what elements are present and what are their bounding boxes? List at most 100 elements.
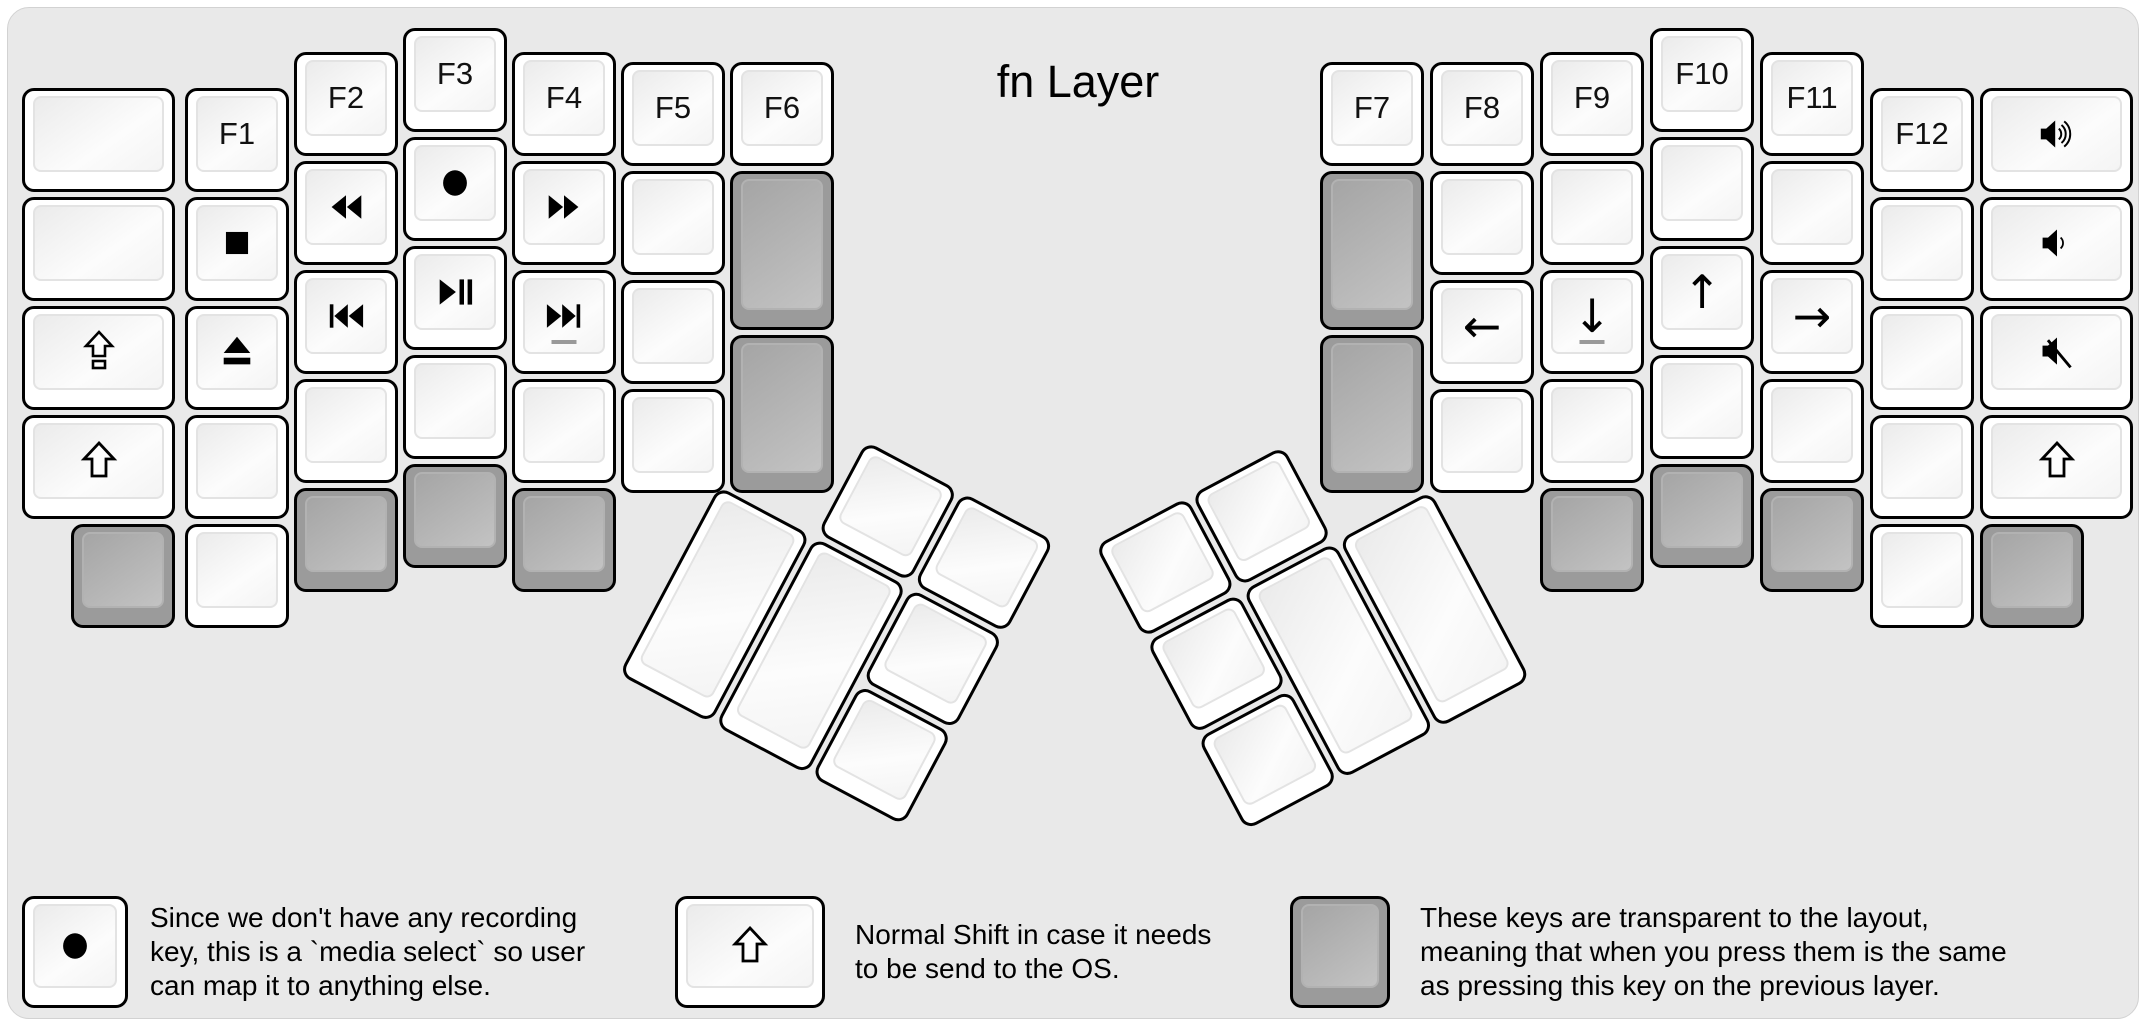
keycap-top <box>830 697 939 803</box>
key-volume-down <box>1980 197 2133 301</box>
keycap-top <box>1771 496 1853 572</box>
keycap-top: ↓ <box>1551 278 1633 354</box>
keycap-top <box>881 600 990 707</box>
keycap-top <box>1331 343 1413 473</box>
keycap-top: → <box>1771 278 1853 354</box>
key-blank <box>22 197 175 301</box>
key-blank <box>1870 197 1974 301</box>
keycap-top <box>196 314 278 390</box>
keycap-top <box>305 169 387 245</box>
keycap-top <box>1661 145 1743 221</box>
key-label: F10 <box>1675 56 1729 91</box>
keycap-top: F12 <box>1881 96 1963 172</box>
key-shift <box>1980 415 2133 519</box>
keycap-top <box>1108 509 1217 616</box>
eject-icon <box>218 333 256 371</box>
key-transparent <box>1540 488 1644 592</box>
legend-note-shift: Normal Shift in case it needs to be send… <box>855 919 1212 984</box>
key-f1: F1 <box>185 88 289 192</box>
arrow-left-icon: ← <box>1462 299 1502 353</box>
key-transparent <box>1760 488 1864 592</box>
arrow-right-icon: → <box>1792 289 1832 343</box>
key-blank <box>185 415 289 519</box>
key-blank <box>1870 415 1974 519</box>
key-transparent <box>1650 464 1754 568</box>
keycap-top <box>1991 423 2122 499</box>
keycap-top <box>1551 169 1633 245</box>
key-label: F3 <box>436 56 474 91</box>
key-blank <box>1760 161 1864 265</box>
key-blank <box>1760 379 1864 483</box>
key-arrow-right: → <box>1760 270 1864 374</box>
key-f8: F8 <box>1430 62 1534 166</box>
keycap-top <box>523 169 605 245</box>
key-transparent <box>71 524 175 628</box>
keycap-top <box>1204 458 1313 564</box>
key-blank <box>621 280 725 384</box>
keycap-top <box>1991 314 2122 390</box>
mute-icon <box>2036 333 2078 371</box>
keycap-top: F10 <box>1661 36 1743 112</box>
next-track-icon <box>542 298 586 334</box>
rewind-icon <box>326 189 366 225</box>
keycap-top <box>1991 532 2073 608</box>
shift-key-sample <box>675 896 825 1008</box>
arrow-up-icon: ↑ <box>1682 265 1722 319</box>
prev-track-icon <box>324 298 368 334</box>
keycap-top <box>414 363 496 439</box>
key-label: F6 <box>763 90 801 125</box>
arrow-down-icon: ↓ <box>1572 289 1612 343</box>
key-label: F12 <box>1895 116 1949 151</box>
keycap-top <box>1210 701 1319 808</box>
keycap-top: ← <box>1441 288 1523 364</box>
shift-icon <box>2037 440 2077 482</box>
legend-note-record: Since we don't have any recording key, t… <box>150 902 586 1001</box>
keycap-top: F6 <box>741 70 823 146</box>
key-f6: F6 <box>730 62 834 166</box>
caps-lock-icon <box>79 330 119 374</box>
keycap-top <box>1551 496 1633 572</box>
keycap-top: F9 <box>1551 60 1633 136</box>
keycap-top <box>305 278 387 354</box>
key-label: F4 <box>545 80 583 115</box>
key-blank <box>1870 306 1974 410</box>
key-blank <box>22 88 175 192</box>
keycap-top: F7 <box>1331 70 1413 146</box>
keycap-top <box>1301 904 1379 988</box>
key-blank <box>1430 171 1534 275</box>
keycap-top <box>741 343 823 473</box>
shift-icon <box>730 925 770 967</box>
key-transparent <box>1320 171 1424 330</box>
key-label: F7 <box>1353 90 1391 125</box>
transparent-key-sample <box>1290 896 1390 1008</box>
keycap-top <box>1881 532 1963 608</box>
key-f3: F3 <box>403 28 507 132</box>
key-play-pause <box>403 246 507 350</box>
keycap-top <box>33 205 164 281</box>
keycap-top <box>33 904 117 988</box>
keycap-top <box>523 387 605 463</box>
key-record <box>403 137 507 241</box>
keycap-top <box>196 423 278 499</box>
key-prev-track <box>294 270 398 374</box>
keycap-top <box>1441 397 1523 473</box>
volume-up-icon <box>2036 116 2078 152</box>
key-blank <box>1870 524 1974 628</box>
key-arrow-left: ← <box>1430 280 1534 384</box>
keycap-top <box>305 387 387 463</box>
key-shift <box>22 415 175 519</box>
key-blank <box>294 379 398 483</box>
key-blank <box>403 355 507 459</box>
keycap-top: F5 <box>632 70 714 146</box>
keycap-top <box>414 145 496 221</box>
key-transparent <box>730 335 834 493</box>
key-f7: F7 <box>1320 62 1424 166</box>
key-transparent <box>403 464 507 568</box>
key-transparent <box>294 488 398 592</box>
key-blank <box>1650 355 1754 459</box>
keycap-top <box>1881 423 1963 499</box>
key-f9: F9 <box>1540 52 1644 156</box>
keycap-top <box>1661 363 1743 439</box>
key-stop <box>185 197 289 301</box>
